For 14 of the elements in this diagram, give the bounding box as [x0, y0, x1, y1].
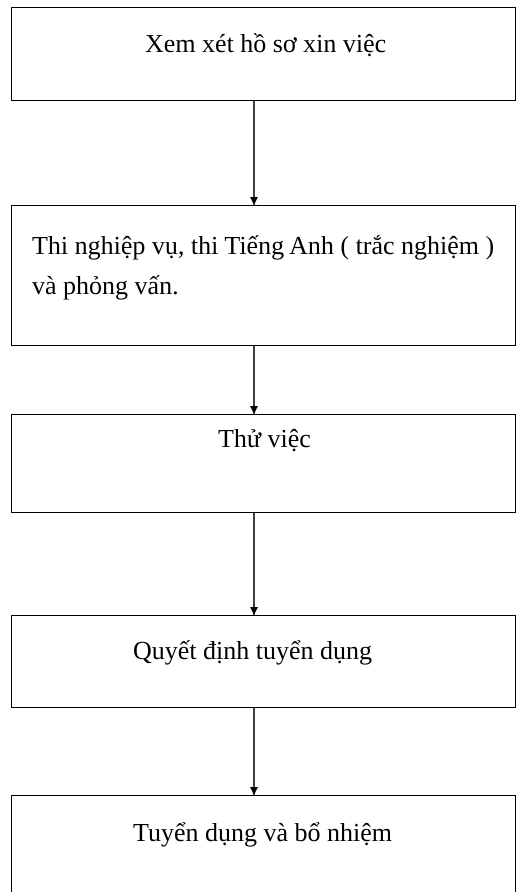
step-text: Thử việc — [218, 423, 312, 455]
step-text: Quyết định tuyển dụng — [133, 635, 374, 667]
arrow — [250, 346, 258, 414]
step-text: Tuyển dụng và bổ nhiệm — [133, 817, 394, 849]
process-box — [11, 615, 516, 708]
arrow — [250, 708, 258, 795]
arrow — [250, 101, 258, 205]
step-text: Xem xét hồ sơ xin việc — [145, 28, 388, 60]
process-box — [11, 795, 516, 892]
process-box — [11, 7, 516, 101]
process-box — [11, 414, 516, 513]
step-text: Thi nghiệp vụ, thi Tiếng Anh ( trắc nghiệm ) và phỏng vấn. — [32, 230, 496, 302]
arrow — [250, 513, 258, 615]
process-box — [11, 205, 516, 346]
